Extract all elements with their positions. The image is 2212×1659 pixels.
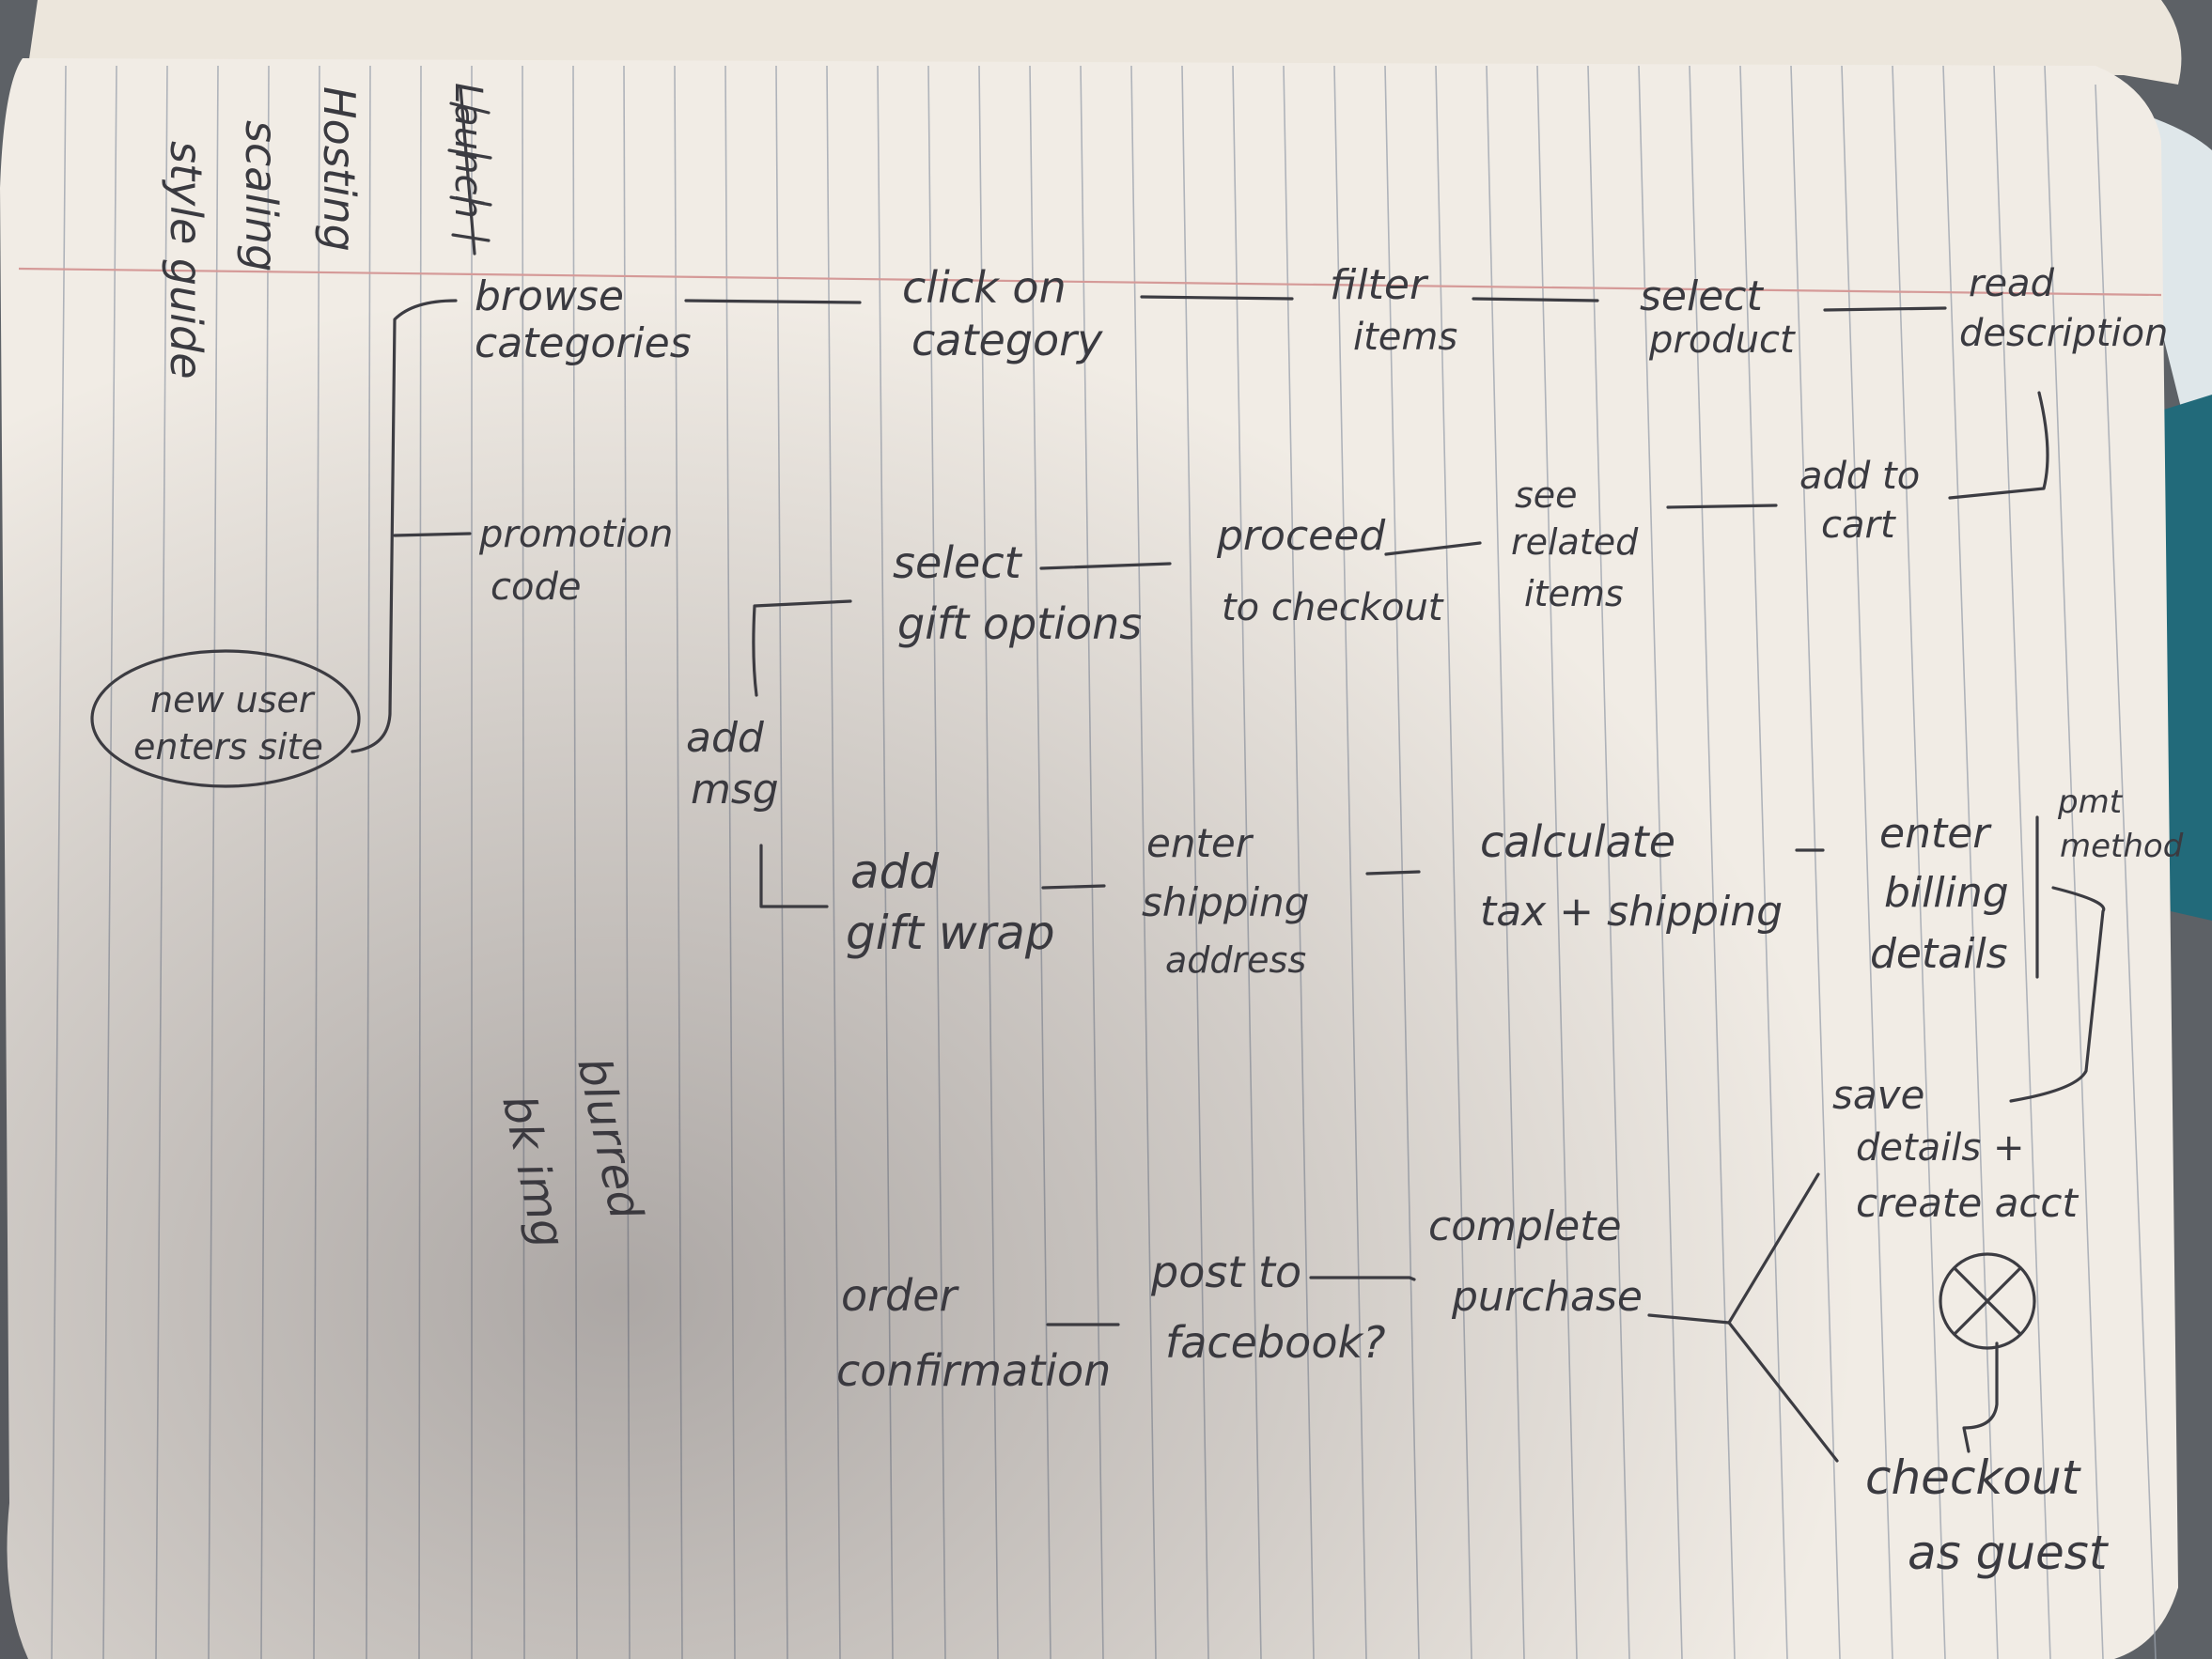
billing-line3: details [1870, 930, 2008, 978]
node-post-facebook: post to facebook? [1150, 1247, 1386, 1368]
node-proceed-checkout: proceed to checkout [1216, 512, 1444, 629]
confirm-line1: order [841, 1270, 960, 1321]
post-line1: post to [1150, 1247, 1301, 1297]
add-msg-line1: add [686, 714, 765, 762]
note-hosting: Hosting [314, 86, 365, 252]
node-promotion-code: promotion code [478, 513, 673, 609]
confirm-line2: confirmation [836, 1345, 1111, 1396]
node-checkout-guest: checkout as guest [1865, 1450, 2110, 1580]
guest-line2: as guest [1908, 1526, 2110, 1580]
node-select-gift-options: select gift options [893, 537, 1142, 649]
see-related-line3: items [1524, 573, 1624, 614]
node-read-description: read description [1959, 262, 2168, 355]
node-calculate-tax: calculate tax + shipping [1480, 816, 1783, 936]
end-x [1953, 1266, 2022, 1336]
add-msg-line2: msg [691, 766, 779, 814]
start-ellipse [90, 649, 361, 788]
see-related-line1: see [1515, 474, 1578, 516]
see-related-line2: related [1511, 521, 1639, 563]
pmt-line2: method [2060, 828, 2184, 865]
click-line2: category [911, 315, 1103, 365]
ruled-lines [51, 65, 2157, 1659]
gift-options-line2: gift options [897, 598, 1142, 649]
note-scaling: scaling [236, 120, 287, 271]
click-line1: click on [902, 262, 1067, 313]
node-pmt-method: pmt method [2057, 783, 2184, 865]
connectors [350, 295, 2106, 1463]
tax-line1: calculate [1480, 816, 1675, 867]
node-click-category: click on category [902, 262, 1103, 365]
node-browse-categories: browse categories [475, 272, 692, 367]
filter-line2: items [1353, 316, 1457, 359]
end-circle [1939, 1252, 2036, 1350]
node-add-msg: add msg [686, 714, 779, 814]
proceed-line2: to checkout [1222, 586, 1444, 629]
billing-line1: enter [1879, 810, 1992, 858]
shipping-line3: address [1165, 939, 1306, 981]
strike-mark [447, 85, 492, 256]
filter-line1: filter [1330, 261, 1429, 309]
node-new-user: new user enters site [90, 649, 361, 788]
complete-line2: purchase [1451, 1273, 1643, 1321]
node-save-details: save details + create acct [1832, 1072, 2080, 1226]
shipping-line2: shipping [1142, 879, 1309, 925]
select-product-line1: select [1640, 272, 1764, 320]
notebook-page [0, 58, 2178, 1659]
add-cart-line1: add to [1799, 455, 1920, 498]
guest-line1: checkout [1865, 1450, 2082, 1505]
tax-line2: tax + shipping [1480, 888, 1783, 936]
node-enter-shipping: enter shipping address [1142, 820, 1309, 981]
new-user-line2: enters site [133, 726, 323, 767]
note-style-guide: style guide [161, 141, 211, 380]
browse-line1: browse [475, 272, 624, 320]
pmt-line1: pmt [2057, 783, 2124, 821]
save-line2: details + [1856, 1126, 2025, 1170]
node-see-related-items: see related items [1511, 474, 1639, 614]
node-enter-billing: enter billing details [1870, 810, 2009, 978]
margin-line [18, 267, 2162, 297]
billing-line2: billing [1884, 869, 2009, 917]
node-add-gift-wrap: add gift wrap [846, 845, 1055, 960]
gift-options-line1: select [893, 537, 1023, 588]
select-product-line2: product [1648, 318, 1796, 362]
save-line1: save [1832, 1072, 1924, 1118]
node-add-to-cart: add to cart [1799, 455, 1920, 547]
shipping-line1: enter [1146, 820, 1254, 866]
new-user-line1: new user [150, 679, 316, 721]
read-line2: description [1959, 312, 2168, 355]
read-line1: read [1969, 262, 2055, 305]
node-complete-purchase: complete purchase [1428, 1202, 1643, 1321]
node-filter-items: filter items [1330, 261, 1457, 359]
gift-wrap-line2: gift wrap [846, 906, 1055, 960]
complete-line1: complete [1428, 1202, 1622, 1250]
node-order-confirmation: order confirmation [836, 1270, 1111, 1396]
add-cart-line2: cart [1821, 504, 1896, 547]
save-line3: create acct [1856, 1180, 2080, 1226]
browse-line2: categories [475, 319, 692, 367]
gift-wrap-line1: add [850, 845, 939, 899]
node-select-product: select product [1640, 272, 1796, 362]
post-line2: facebook? [1165, 1317, 1386, 1368]
end-marker [1939, 1252, 2036, 1350]
promo-line2: code [491, 566, 581, 609]
proceed-line1: proceed [1216, 512, 1386, 560]
promo-line1: promotion [478, 513, 673, 556]
